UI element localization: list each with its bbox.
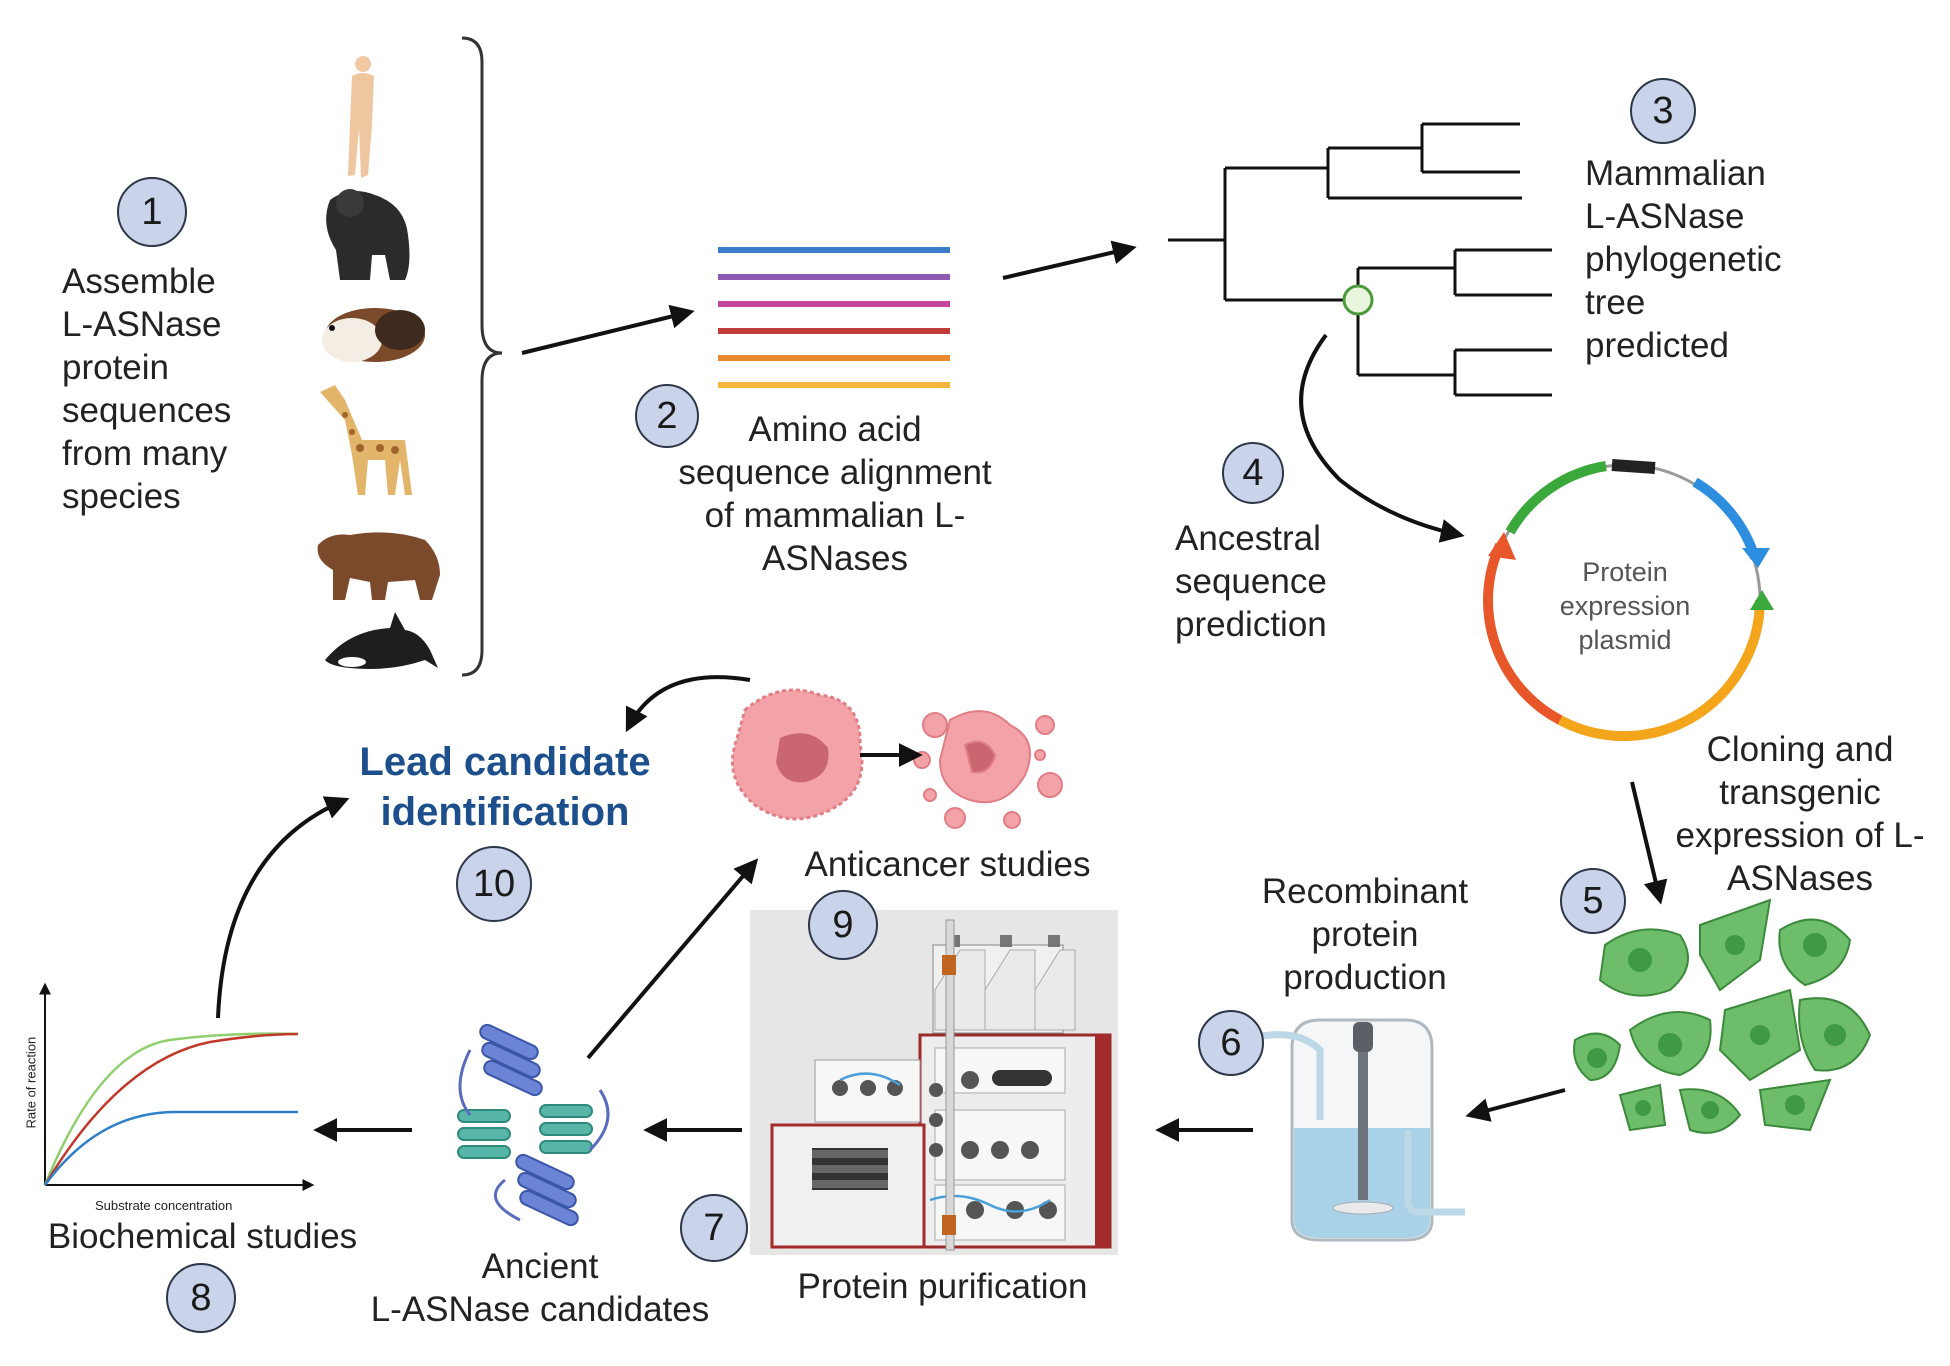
step-badge-5: 5 [1560,868,1626,934]
kinetics-ylabel: Rate of reaction [23,1036,39,1129]
cell-nuclei [1587,933,1846,1119]
cancer-cell-icon [731,688,864,821]
cells-icon [1573,898,1872,1134]
protein-structure-icon [457,1023,610,1227]
step8-label: Biochemical studies [47,1217,358,1256]
flow-arrows [216,240,1668,1142]
plasmid-arrow-green [1750,590,1774,610]
kinetics-curve-red [43,1032,299,1186]
bioreactor-icon [1261,1018,1465,1242]
step7-label: Protein purification [797,1267,1088,1306]
human-silhouette-icon [348,56,374,178]
step-badge-4: 4 [1222,442,1284,504]
orca-icon [325,612,438,669]
ancestral-node-marker [1342,284,1374,316]
plasmid-arrow-blue [1742,548,1770,568]
giraffe-icon [320,385,412,495]
step-badge-3: 3 [1630,78,1696,144]
curly-brace [461,36,503,677]
kinetics-chart [39,982,315,1191]
kinetics-curve-green [43,1032,299,1186]
step-badge-8: 8 [166,1263,236,1333]
sequence-alignment [718,247,950,388]
step-badge-2: 2 [635,384,699,448]
phylogenetic-tree [1168,122,1552,397]
step-badge-1: 1 [117,177,187,247]
plasmid-arrow-red [1488,532,1516,560]
kinetics-curve-blue [43,1110,298,1186]
bear-icon [317,532,440,600]
cell-death-icon [913,710,1063,829]
step9-label: Anticancer studies [804,845,1091,884]
gorilla-icon [326,189,410,280]
step-badge-7: 7 [680,1194,748,1262]
step-badge-10: 10 [456,846,532,922]
step-badge-9: 9 [808,890,878,960]
step-badge-6: 6 [1198,1010,1264,1076]
guinea-pig-icon [322,308,425,362]
kinetics-xlabel: Substrate concentration [95,1198,233,1213]
chromatography-system-icon [750,910,1118,1255]
